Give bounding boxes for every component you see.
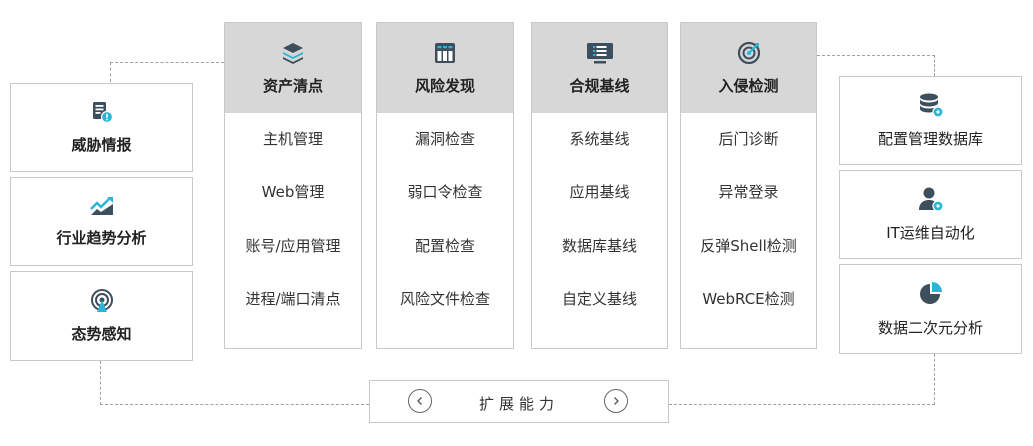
right-card-data-analysis[interactable]: 数据二次元分析 <box>839 264 1022 354</box>
column-item[interactable]: 漏洞检查 <box>414 130 475 148</box>
column-title: 合规基线 <box>569 76 630 95</box>
column-risk-discovery: 风险发现 漏洞检查 弱口令检查 配置检查 风险文件检查 <box>376 22 514 349</box>
right-card-it-ops[interactable]: IT运维自动化 <box>839 170 1022 259</box>
column-intrusion-detection: 入侵检测 后门诊断 异常登录 反弹Shell检测 WebRCE检测 <box>680 22 817 349</box>
column-item[interactable]: 主机管理 <box>262 130 323 148</box>
pie-chart-icon <box>918 281 944 307</box>
column-header[interactable]: 入侵检测 <box>681 23 816 113</box>
right-card-label: 数据二次元分析 <box>877 318 983 337</box>
layers-icon <box>281 41 305 65</box>
left-card-label: 态势感知 <box>71 324 132 343</box>
connector-bottom-right-horizontal <box>669 404 935 405</box>
column-header[interactable]: 风险发现 <box>377 23 513 113</box>
chevron-right-icon <box>611 396 621 406</box>
column-title: 资产清点 <box>262 76 323 95</box>
column-item[interactable]: 进程/端口清点 <box>245 290 341 308</box>
connector-top-left-horizontal <box>110 62 224 63</box>
column-header[interactable]: 合规基线 <box>532 23 667 113</box>
column-item[interactable]: 反弹Shell检测 <box>700 237 797 255</box>
column-item[interactable]: 系统基线 <box>569 130 630 148</box>
server-rack-icon <box>433 41 457 65</box>
connector-bottom-right-vertical <box>934 354 935 405</box>
connector-bottom-left-vertical <box>100 361 101 405</box>
database-gear-icon <box>918 92 944 118</box>
trend-chart-icon <box>89 195 115 217</box>
prev-button[interactable] <box>408 389 432 413</box>
column-item[interactable]: Web管理 <box>261 183 325 201</box>
column-title: 风险发现 <box>414 76 475 95</box>
connector-bottom-left-horizontal <box>100 404 369 405</box>
right-card-cmdb[interactable]: 配置管理数据库 <box>839 76 1022 165</box>
column-item[interactable]: 应用基线 <box>569 183 630 201</box>
chevron-left-icon <box>415 396 425 406</box>
column-header[interactable]: 资产清点 <box>225 23 361 113</box>
target-icon <box>737 41 761 65</box>
column-item[interactable]: WebRCE检测 <box>702 290 795 308</box>
right-card-label: IT运维自动化 <box>886 224 975 242</box>
report-alert-icon <box>90 100 114 124</box>
next-button[interactable] <box>604 389 628 413</box>
column-item[interactable]: 弱口令检查 <box>407 183 483 201</box>
extension-bar: 扩展能力 <box>369 380 669 423</box>
column-item[interactable]: 风险文件检查 <box>399 290 490 308</box>
left-card-label: 行业趋势分析 <box>56 229 147 247</box>
connector-top-right-horizontal <box>817 55 935 56</box>
column-item[interactable]: 自定义基线 <box>561 290 637 308</box>
user-gear-icon <box>918 186 944 212</box>
column-item[interactable]: 数据库基线 <box>561 237 637 255</box>
column-compliance-baseline: 合规基线 系统基线 应用基线 数据库基线 自定义基线 <box>531 22 668 349</box>
column-item[interactable]: 后门诊断 <box>718 130 779 148</box>
column-title: 入侵检测 <box>718 76 779 95</box>
left-card-situational-awareness[interactable]: 态势感知 <box>10 271 193 361</box>
column-asset-inventory: 资产清点 主机管理 Web管理 账号/应用管理 进程/端口清点 <box>224 22 362 349</box>
column-item[interactable]: 账号/应用管理 <box>245 237 341 255</box>
left-card-threat-intel[interactable]: 威胁情报 <box>10 83 193 172</box>
connector-top-right-vertical <box>934 55 935 76</box>
connector-top-left-vertical <box>110 62 111 82</box>
column-item[interactable]: 异常登录 <box>718 183 779 201</box>
extension-label: 扩展能力 <box>478 395 559 413</box>
radar-icon <box>90 288 114 313</box>
left-card-label: 威胁情报 <box>71 136 132 154</box>
right-card-label: 配置管理数据库 <box>877 130 983 148</box>
monitor-checklist-icon <box>586 41 614 65</box>
column-item[interactable]: 配置检查 <box>414 237 475 255</box>
left-card-industry-trend[interactable]: 行业趋势分析 <box>10 177 193 266</box>
